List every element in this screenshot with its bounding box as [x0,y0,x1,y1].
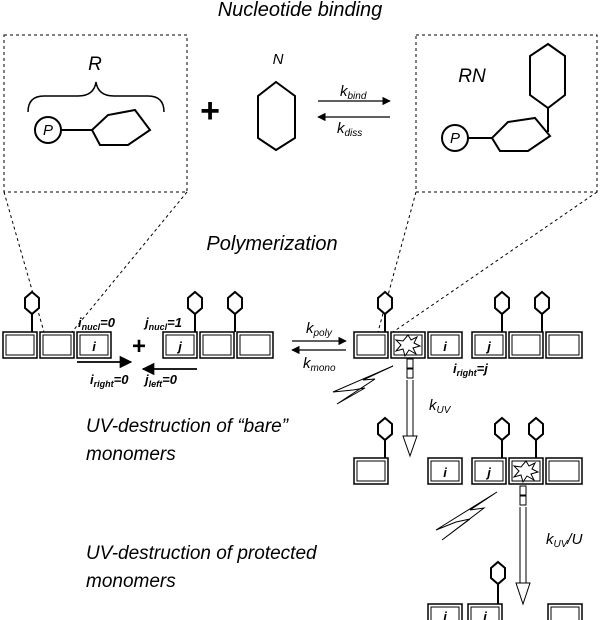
ribose-phosphate-zoom-box [3,34,188,193]
nucleobase-icon [377,416,393,458]
phosphate-icon: P [34,116,62,144]
monomer [545,457,583,485]
uv-bare-title-line2: monomers [86,444,176,465]
fragment-j-label: j [485,465,491,480]
monomer [353,457,389,485]
monomer-j [162,331,198,359]
merged-chain: i j [353,290,583,359]
ribose-ring-icon [90,108,152,146]
k-diss-label: kdiss [337,120,362,139]
final-i-label: i [443,609,447,620]
rn-nucleobase-icon [529,42,566,110]
monomer-i-label: i [92,339,96,354]
fragment-icon [519,495,527,506]
nucleobase-icon [528,416,544,458]
uv-bare-arrow [402,380,418,458]
nucleobase-icon [24,290,40,332]
monomer [545,331,583,359]
monomer-i [427,603,463,620]
r-brace [27,81,165,113]
monomer [39,331,75,359]
left-chain: i [2,290,112,359]
monomer [508,331,544,359]
zoom-line-left-a [3,191,45,333]
i-right-result-label: iright=j [453,361,488,378]
k-poly-label: kpoly [306,320,333,339]
zoom-line-right-b [392,191,598,333]
uv-bare-title-line1: UV-destruction of “bare” [86,416,290,437]
final-j-label: j [481,609,487,620]
monomer [353,331,389,359]
nucleobase-icon [534,290,550,332]
monomer [236,331,274,359]
fragment-right: i j [427,416,583,485]
nucleobase-icon [377,290,393,332]
monomer-i [427,331,463,359]
n-label: N [273,51,284,68]
rn-phosphate-icon: P [441,124,469,152]
i-right-label: iright=0 [90,372,129,389]
fragment-icon [519,485,527,496]
final-fragment-ij: i j [427,560,506,620]
monomer-j [467,603,503,620]
monomer-j [471,331,507,359]
uv-protected-title-line2: monomers [86,571,176,592]
rn-label: RN [458,66,486,87]
fragment-i-label: i [443,465,447,480]
uv-protected-title-line1: UV-destruction of protected [86,543,318,564]
monomer-i [76,331,112,359]
nucleobase-icon [227,290,243,332]
fragment-icon [406,358,414,369]
j-left-label: jleft=0 [143,372,178,389]
right-chain: j [162,290,274,359]
k-mono-label: kmono [303,355,336,374]
merged-i-label: i [443,339,447,354]
nucleobase-icon [494,290,510,332]
k-bind-label: kbind [340,83,367,102]
nucleobase-hexagon-icon [257,80,296,152]
polymerization-plus: + [132,333,146,360]
nucleobase-icon [494,416,510,458]
merged-j-label: j [485,339,491,354]
nucleotide-binding-title: Nucleotide binding [218,0,383,21]
lightning-icon [332,365,394,405]
r-label: R [88,54,102,75]
nucleobase-icon [490,560,506,604]
j-nucl-label: jnucl=1 [143,315,182,332]
uv-burst-icon [512,460,540,484]
k-uv-label: kUV [429,397,452,416]
svg-text:P: P [43,122,53,139]
k-uv-u-label: kUV/U [546,531,583,550]
monomer-j [471,457,507,485]
rn-ribose-ring-icon [490,116,552,152]
lightning-icon [435,491,498,541]
svg-text:P: P [450,130,460,147]
fragment-icon [406,368,414,379]
monomer-j-label: j [176,339,182,354]
uv-burst-icon [394,334,422,358]
monomer [199,331,235,359]
nucleobase-icon [187,290,203,332]
final-fragment-single [547,603,583,620]
nucleotide-zoom-box [415,34,598,193]
monomer [2,331,38,359]
polymerization-title: Polymerization [206,233,337,255]
uv-protected-arrow [515,507,531,606]
monomer-i [427,457,463,485]
i-nucl-label: inucl=0 [78,315,116,332]
plus-sign: + [200,92,220,130]
zoom-line-left-b [71,191,188,333]
fragment-left [353,416,393,485]
